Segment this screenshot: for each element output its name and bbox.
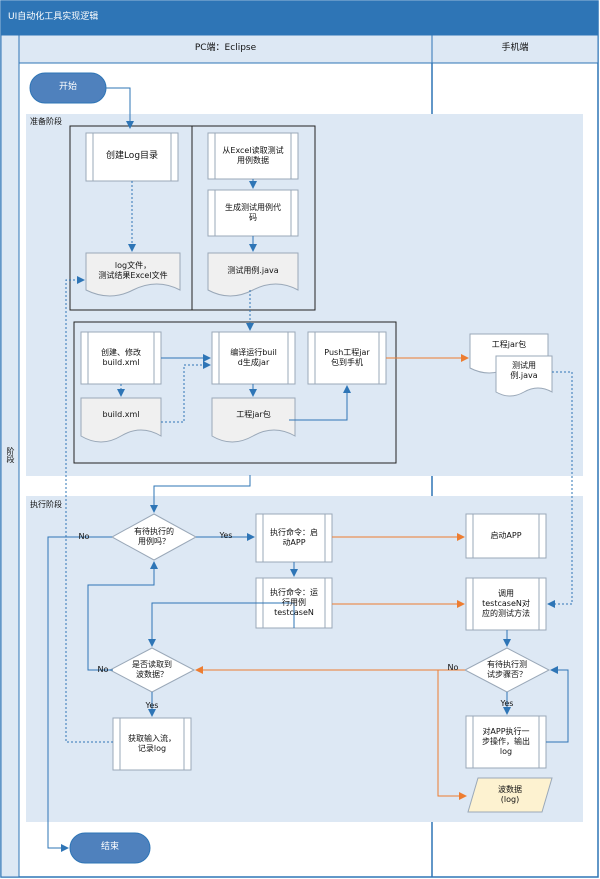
- process-call-method: [465, 577, 547, 631]
- process-build-xml-edit: [80, 331, 162, 385]
- edge-no-has-case: No: [78, 532, 90, 541]
- build-xml-edit-label: 创建、修改 build.xml: [101, 348, 141, 367]
- create-log-label: 创建Log目录: [105, 151, 159, 162]
- edge-yes-has-step: Yes: [500, 699, 514, 708]
- has-step-label: 有待执行测 试步骤否？: [487, 660, 527, 679]
- process-get-input: [112, 717, 192, 771]
- doc-test-java: [207, 252, 299, 297]
- do-step-label: 对APP执行一 步操作，输出 log: [482, 727, 530, 756]
- process-create-log: [85, 132, 179, 182]
- edge-yes-read-wave: Yes: [145, 701, 159, 710]
- push-jar-label: Push工程jar 包到手机: [324, 348, 370, 367]
- side-label-stage: 阶段: [6, 447, 15, 463]
- side-column: [0, 34, 20, 878]
- get-input-label: 获取输入流， 记录log: [128, 734, 176, 753]
- doc-jar-pkg: [211, 397, 296, 443]
- cmd-start-label: 执行命令：启 动APP: [270, 528, 318, 547]
- edge-no-has-step: No: [447, 663, 459, 672]
- compile-label: 编译运行buil d生成jar: [230, 348, 277, 367]
- process-push-jar: [307, 331, 387, 385]
- end-label: 结束: [100, 842, 119, 853]
- read-wave-label: 是否读取到 波数据？: [132, 660, 172, 679]
- process-read-excel: [207, 132, 299, 180]
- doc-log-file: [85, 252, 181, 297]
- read-excel-label: 从Excel读取测试 用例数据: [222, 146, 284, 165]
- group-codegen: [191, 125, 316, 311]
- doc-build-xml: [80, 397, 162, 443]
- build-xml-label: build.xml: [102, 410, 140, 419]
- start-app-label: 启动APP: [490, 531, 522, 540]
- end-terminal: [69, 832, 151, 864]
- cmd-run-label: 执行命令：运 行用例 testcaseN: [270, 588, 318, 617]
- start-label: 开始: [58, 82, 77, 93]
- lane-header-phone: [431, 34, 599, 64]
- process-start-app: [465, 513, 547, 559]
- lane-label-phone: 手机端: [501, 43, 529, 54]
- log-file-label: log文件， 测试结果Excel文件: [98, 261, 168, 280]
- diamond-has-case: [110, 513, 198, 561]
- process-compile: [211, 331, 296, 385]
- edge-yes-has-case: Yes: [219, 531, 233, 540]
- phase-label-prep: 准备阶段: [30, 117, 62, 126]
- phone-jar-label: 工程jar包: [491, 340, 527, 349]
- page-title: UI自动化工具实现逻辑: [8, 12, 99, 23]
- gen-code-label: 生成测试用例代 码: [225, 203, 281, 222]
- process-gen-code: [207, 189, 299, 237]
- edge-no-read-wave: No: [97, 665, 109, 674]
- lane-label-pc: PC端：Eclipse: [194, 43, 257, 54]
- phone-java-label: 测试用 例.java: [510, 361, 538, 380]
- doc-phone-java: [495, 355, 553, 397]
- title-bar: [1, 1, 598, 35]
- has-case-label: 有待执行的 用例吗？: [134, 527, 174, 546]
- group-build: [73, 321, 397, 464]
- jar-pkg-label: 工程jar包: [236, 410, 271, 419]
- data-wave: [467, 777, 553, 813]
- test-java-label: 测试用例.java: [227, 266, 279, 275]
- phase-label-exec: 执行阶段: [30, 500, 62, 509]
- wave-data-label: 波数据 (log): [498, 785, 522, 804]
- call-method-label: 调用 testcaseN对 应的测试方法: [482, 589, 530, 618]
- process-do-step: [465, 715, 547, 769]
- process-cmd-start: [255, 513, 333, 563]
